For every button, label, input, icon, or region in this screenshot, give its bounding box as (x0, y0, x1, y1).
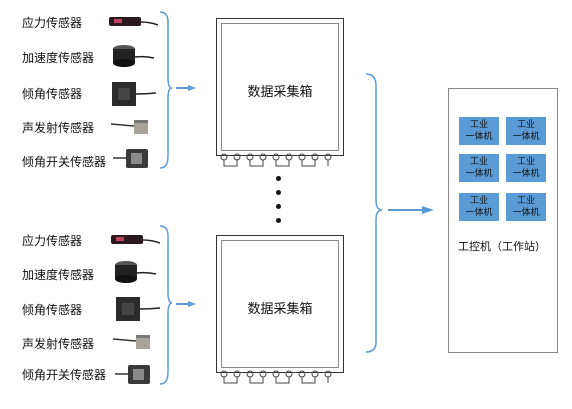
sensor-label: 加速度传感器 (22, 268, 95, 282)
data-collection-box-1: 数据采集箱 (216, 18, 344, 156)
acoustic-emission-sensor-icon (112, 335, 150, 349)
ellipsis-dot (276, 204, 281, 209)
industrial-pc-unit: 工业一体机 (506, 117, 546, 145)
industrial-pc-unit: 工业一体机 (506, 154, 546, 182)
industrial-pc-unit: 工业一体机 (459, 117, 499, 145)
box-2-terminals (220, 370, 332, 384)
industrial-pc-unit: 工业一体机 (459, 193, 499, 221)
sensor-label: 声发射传感器 (22, 121, 95, 135)
sensor-label: 应力传感器 (22, 16, 83, 30)
accelerometer-icon (115, 261, 157, 283)
inclinometer-icon (112, 82, 157, 106)
strain-sensor-icon (109, 17, 159, 26)
arrow-to-box-2 (176, 301, 196, 307)
inclinometer-icon (116, 297, 161, 321)
box-1-terminals (220, 153, 332, 167)
brace-group-2 (159, 225, 173, 385)
ellipsis-dot (276, 176, 281, 181)
sensor-label: 加速度传感器 (22, 51, 95, 65)
accelerometer-icon (113, 45, 155, 67)
arrow-to-workstation (388, 206, 434, 214)
sensor-label: 声发射传感器 (22, 337, 95, 351)
sensor-label: 倾角传感器 (22, 303, 83, 317)
acoustic-emission-sensor-icon (110, 120, 148, 134)
ellipsis-dot (276, 190, 281, 195)
industrial-pc-unit: 工业一体机 (506, 193, 546, 221)
box-title: 数据采集箱 (247, 85, 313, 100)
tilt-switch-sensor-icon (113, 149, 148, 168)
tilt-switch-sensor-icon (115, 365, 150, 384)
industrial-pc-unit: 工业一体机 (459, 154, 499, 182)
brace-main (365, 73, 383, 353)
arrow-to-box-1 (176, 85, 196, 91)
strain-sensor-icon (111, 235, 161, 244)
brace-group-1 (159, 11, 173, 169)
data-collection-box-2: 数据采集箱 (216, 235, 344, 373)
sensor-label: 倾角传感器 (22, 87, 83, 101)
box-title: 数据采集箱 (247, 302, 313, 317)
workstation-label: 工控机（工作站） (458, 240, 546, 253)
ellipsis-dot (276, 218, 281, 223)
sensor-label: 倾角开关传感器 (22, 368, 107, 382)
sensor-label: 应力传感器 (22, 234, 83, 248)
sensor-label: 倾角开关传感器 (22, 155, 107, 169)
